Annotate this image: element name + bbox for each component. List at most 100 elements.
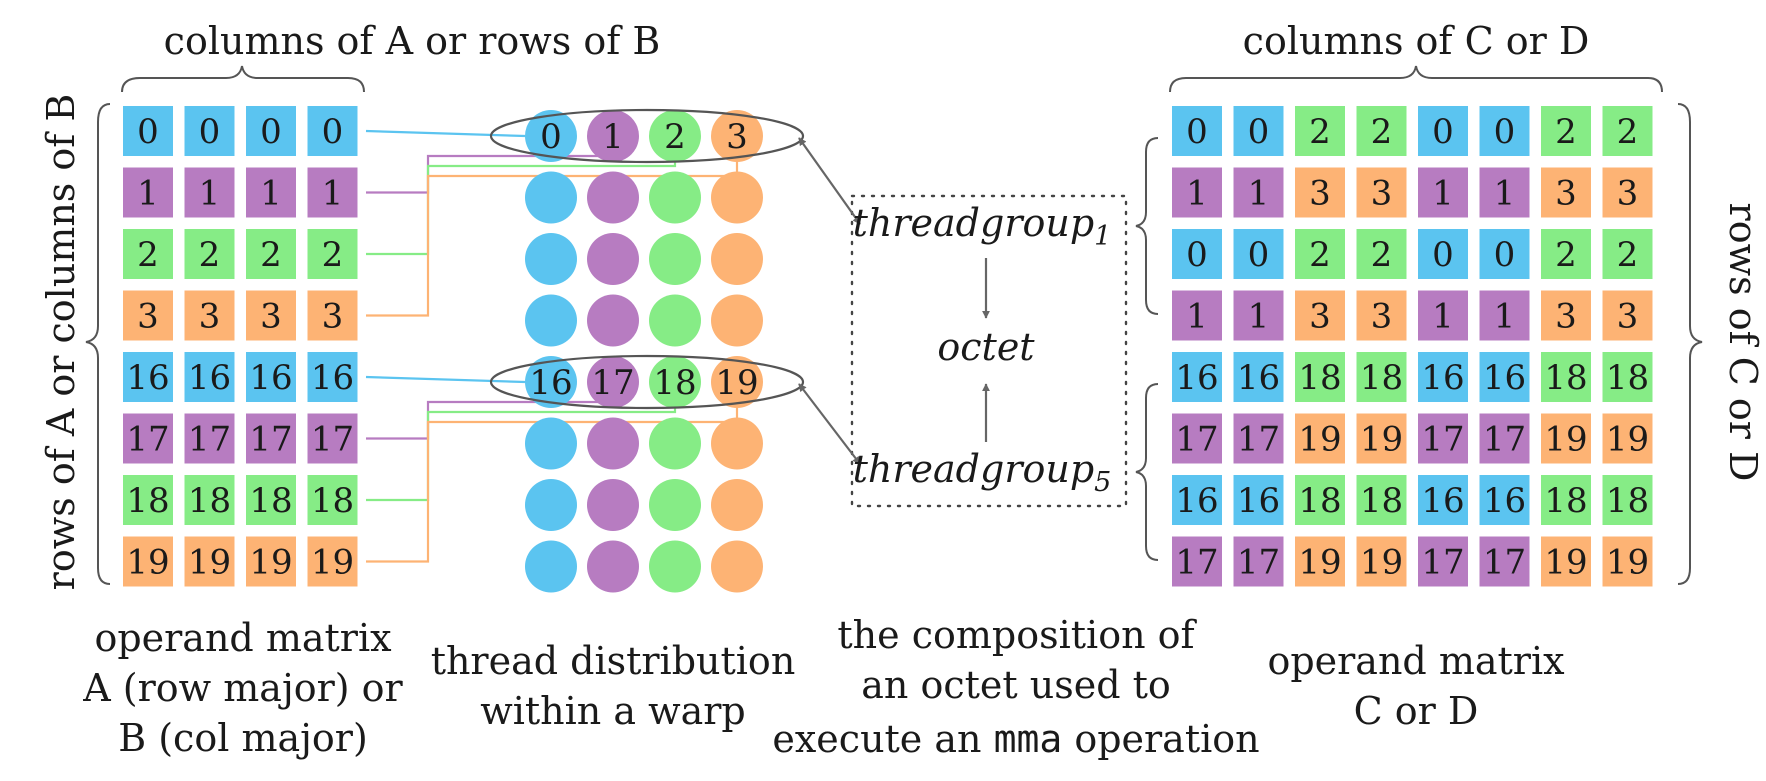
matrix-c-cell <box>1541 106 1591 156</box>
matrix-c-cell <box>1233 167 1284 218</box>
thread-circles <box>525 110 763 593</box>
matrix-a-cell <box>184 229 235 279</box>
matrix-c-cell <box>1541 475 1591 525</box>
thread-circle <box>711 356 763 408</box>
matrix-c-cell-value: 3 <box>1617 174 1639 214</box>
matrix-c-cell-value: 2 <box>1617 235 1639 275</box>
matrix-a-cell-value: 3 <box>322 297 344 337</box>
matrix-c-cell-value: 17 <box>1421 420 1464 460</box>
matrix-a: columns of A or rows of B rows of A or c… <box>39 19 660 760</box>
matrix-c-cell <box>1356 106 1407 156</box>
matrix-c-cell-value: 2 <box>1309 235 1331 275</box>
matrix-c-cell-value: 1 <box>1248 297 1270 337</box>
matrix-a-side-label: rows of A or columns of B <box>39 94 83 591</box>
matrix-c-cell-value: 17 <box>1483 543 1526 583</box>
arrow-tg1-to-box <box>798 137 861 225</box>
matrix-c-cell-value: 1 <box>1494 174 1516 214</box>
matrix-c-cell <box>1356 167 1407 218</box>
matrix-a-cell <box>246 106 296 156</box>
matrix-a-cell <box>307 106 358 156</box>
matrix-c-cell <box>1172 352 1222 402</box>
matrix-a-cell-value: 19 <box>126 543 169 583</box>
matrix-c-cell <box>1602 229 1653 279</box>
matrix-c-cell-value: 19 <box>1544 420 1587 460</box>
thread-id-label: 3 <box>726 117 748 157</box>
matrix-a-cell <box>123 290 173 341</box>
matrix-c-cell-value: 16 <box>1237 481 1280 521</box>
connector-line <box>366 160 677 256</box>
matrix-c-cell <box>1356 290 1407 341</box>
matrix-c-top-label: columns of C or D <box>1243 19 1590 63</box>
matrix-c-cell <box>1479 413 1530 464</box>
matrix-a-cell <box>123 167 173 218</box>
thread-circle <box>649 171 701 224</box>
octet-composition: threadgroup1 octet threadgroup5 the comp… <box>772 137 1260 761</box>
matrix-c-cell <box>1356 475 1407 525</box>
matrix-c-cell-value: 1 <box>1248 174 1270 214</box>
thread-circle <box>587 110 639 162</box>
matrix-c-cell <box>1233 352 1284 402</box>
thread-circle <box>525 171 577 224</box>
matrix-a-cell-value: 2 <box>199 235 221 275</box>
matrix-c-cell-value: 1 <box>1432 297 1454 337</box>
matrix-a-cell-value: 17 <box>188 420 231 460</box>
matrix-c-cell-value: 16 <box>1237 358 1280 398</box>
matrix-c-cell <box>1541 536 1591 587</box>
connector-line <box>365 375 526 384</box>
matrix-c-cell <box>1541 413 1591 464</box>
matrix-c-cell-value: 16 <box>1421 481 1464 521</box>
matrix-a-cell <box>184 106 235 156</box>
matrix-c-cell-value: 18 <box>1360 481 1403 521</box>
matrix-c-cell-value: 0 <box>1432 235 1454 275</box>
matrix-c-cell <box>1172 229 1222 279</box>
thread-circle <box>525 356 577 408</box>
connector-line <box>365 129 526 138</box>
matrix-a-cell-value: 19 <box>249 543 292 583</box>
matrix-a-cell <box>307 475 358 525</box>
matrix-a-cell <box>307 413 358 464</box>
thread-circle <box>711 294 763 347</box>
matrix-c-cell <box>1172 475 1222 525</box>
matrix-c-cell <box>1479 536 1530 587</box>
threads-caption-line-2: within a warp <box>480 689 746 733</box>
matrix-c-cell-value: 17 <box>1175 420 1218 460</box>
matrix-a-cell-value: 19 <box>311 543 354 583</box>
arrow-tg5-to-box <box>798 383 861 465</box>
matrix-c-side-label: rows of C or D <box>1721 203 1765 482</box>
matrix-a-cell-value: 1 <box>322 174 344 214</box>
matrix-a-cell-value: 17 <box>249 420 292 460</box>
matrix-a-cell-value: 0 <box>260 112 282 152</box>
matrix-a-cell <box>123 475 173 525</box>
matrix-c-cell <box>1295 413 1345 464</box>
matrix-c-cell-value: 18 <box>1298 358 1341 398</box>
matrix-a-cell <box>246 475 296 525</box>
matrix-a-cell <box>123 413 173 464</box>
matrix-c-cell-value: 0 <box>1248 112 1270 152</box>
matrix-c-cell-value: 1 <box>1186 174 1208 214</box>
matrix-c-cell-value: 3 <box>1617 297 1639 337</box>
matrix-c-cell <box>1418 229 1468 279</box>
matrix-c-cell-value: 19 <box>1298 543 1341 583</box>
threadgroup-1-label: threadgroup1 <box>853 201 1112 252</box>
matrix-c-cell-value: 18 <box>1544 481 1587 521</box>
matrix-a-cell-value: 0 <box>137 112 159 152</box>
matrix-c-cell <box>1172 536 1222 587</box>
matrix-c-cell-value: 16 <box>1421 358 1464 398</box>
matrix-c-cell <box>1233 413 1284 464</box>
matrix-a-cell <box>184 290 235 341</box>
matrix-c-cell-value: 16 <box>1175 481 1218 521</box>
matrix-c-cell <box>1233 536 1284 587</box>
matrix-c-caption-line-1: operand matrix <box>1267 639 1564 683</box>
matrix-c-cell <box>1233 290 1284 341</box>
matrix-c-cell <box>1418 290 1468 341</box>
matrix-a-cell <box>246 290 296 341</box>
matrix-a-cell-value: 1 <box>137 174 159 214</box>
matrix-a-cell-value: 17 <box>126 420 169 460</box>
thread-circle <box>587 417 639 470</box>
matrix-c-cell-value: 2 <box>1555 112 1577 152</box>
matrix-c-cell-value: 16 <box>1175 358 1218 398</box>
matrix-c-cell <box>1295 475 1345 525</box>
